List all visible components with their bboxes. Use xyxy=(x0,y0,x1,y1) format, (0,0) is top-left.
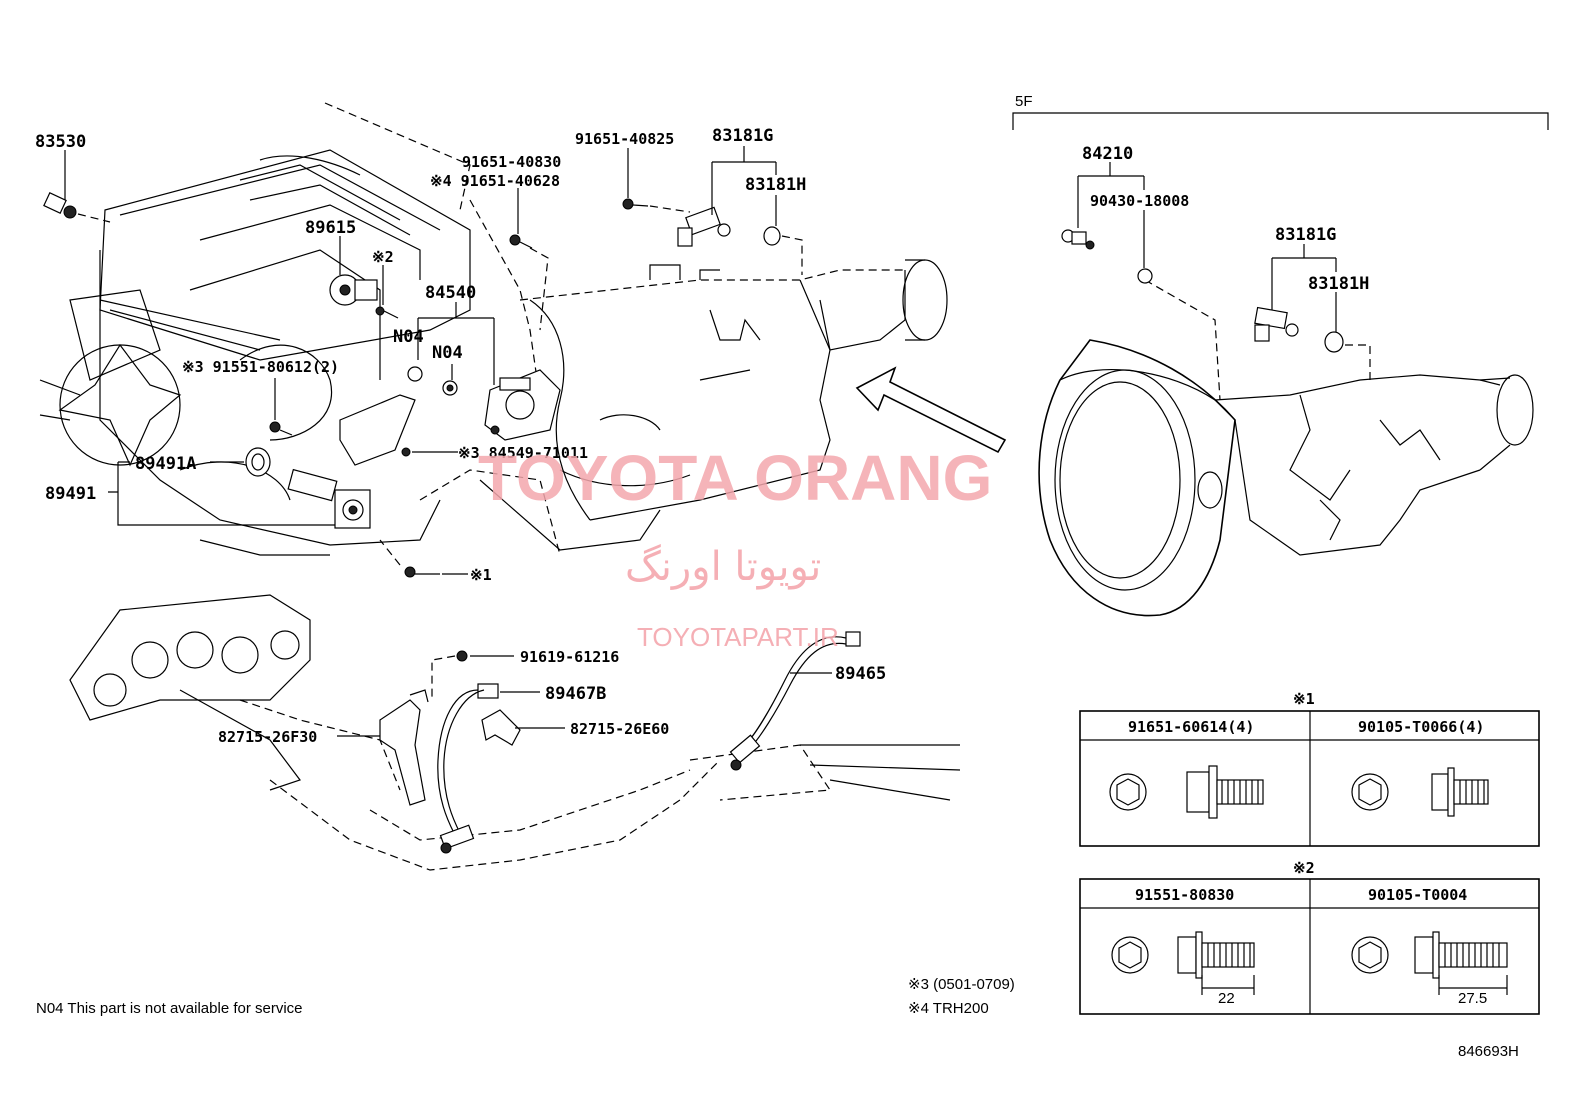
switch-84540-icon xyxy=(484,369,561,441)
label-83181H-right: 83181H xyxy=(1308,274,1369,294)
hex-head-icon xyxy=(1109,773,1147,811)
watermark-brand: TOYOTA ORANG xyxy=(478,442,992,514)
label-note1-bolt: ※1 xyxy=(470,566,492,584)
table1-col2-header: 90105-T0066(4) xyxy=(1358,718,1484,736)
label-83530: 83530 xyxy=(35,132,86,152)
label-82715-26F30: 82715-26F30 xyxy=(218,728,317,746)
table2-marker: ※2 xyxy=(1293,859,1315,877)
flange-bolt-icon xyxy=(1431,767,1489,817)
label-91651-40825: 91651-40825 xyxy=(575,130,674,148)
bolt-91651-40628-icon xyxy=(509,234,533,249)
direction-arrow-icon xyxy=(855,366,1007,454)
sensor-84210-icon xyxy=(1061,229,1095,250)
label-5F: 5F xyxy=(1015,93,1033,110)
bolt-91551-80612-icon xyxy=(269,421,293,436)
bracket-84549-icon xyxy=(339,394,416,466)
sensor-83181G-right-icon xyxy=(1254,306,1299,342)
bracket-82715-26E60-icon xyxy=(481,709,521,746)
bolt-table-note2: ※2 91551-80830 90105-T0004 22 27.5 xyxy=(1079,859,1540,1015)
sensor-83181G-icon xyxy=(677,206,731,247)
note-4-model: ※4 TRH200 xyxy=(908,1000,989,1017)
table2-dimension-27-5: 27.5 xyxy=(1458,990,1487,1007)
label-N04-b: N04 xyxy=(432,343,463,363)
table1-col1-header: 91651-60614(4) xyxy=(1128,718,1254,736)
exhaust-illustration xyxy=(69,594,961,871)
seal-89491A-icon xyxy=(245,447,271,477)
part-83530-icon xyxy=(43,192,77,219)
label-82715-26E60: 82715-26E60 xyxy=(570,720,669,738)
note-3-date-range: ※3 (0501-0709) xyxy=(908,976,1015,993)
label-89465: 89465 xyxy=(835,664,886,684)
label-83181G-right: 83181G xyxy=(1275,225,1336,245)
5f-bracket xyxy=(1012,112,1549,130)
nut-N04-a-icon xyxy=(407,366,423,382)
label-89467B: 89467B xyxy=(545,684,606,704)
label-84210: 84210 xyxy=(1082,144,1133,164)
note-n04-not-available: N04 This part is not available for servi… xyxy=(36,1000,303,1017)
gasket-90430-18008-icon xyxy=(1137,268,1153,284)
table2-col1-header: 91551-80830 xyxy=(1135,886,1234,904)
bolt-note1-icon xyxy=(404,566,440,578)
transmission-5f-illustration xyxy=(1012,112,1549,617)
label-84540: 84540 xyxy=(425,283,476,303)
watermark-url: TOYOTAPART.IR xyxy=(637,622,839,652)
bolt-91619-61216-icon xyxy=(456,650,468,662)
nut-N04-b-icon xyxy=(442,380,458,396)
sensor-89491-icon xyxy=(287,468,371,529)
flange-bolt-icon xyxy=(1186,765,1264,819)
label-89491A: 89491A xyxy=(135,454,196,474)
hex-head-icon xyxy=(1351,936,1389,974)
part-89615-icon xyxy=(329,274,378,306)
label-83181G-top: 83181G xyxy=(712,126,773,146)
label-89491: 89491 xyxy=(45,484,96,504)
sensor-89465-icon xyxy=(729,631,861,771)
label-N04-a: N04 xyxy=(393,327,424,347)
label-91619-61216: 91619-61216 xyxy=(520,648,619,666)
engine-illustration xyxy=(39,102,541,556)
watermark-persian: تویوتا اورنگ xyxy=(625,544,821,590)
table1-marker: ※1 xyxy=(1293,690,1315,708)
label-note2-bolt: ※2 xyxy=(372,248,394,266)
hex-head-icon xyxy=(1111,936,1149,974)
sensor-89467B-icon xyxy=(437,683,499,854)
table2-col2-header: 90105-T0004 xyxy=(1368,886,1467,904)
oring-83181H-icon xyxy=(763,226,781,246)
label-91551-80612: ※3 91551-80612(2) xyxy=(182,358,339,376)
table2-dimension-22: 22 xyxy=(1218,990,1235,1007)
label-91651-40628: ※4 91651-40628 xyxy=(430,172,560,190)
oring-83181H-right-icon xyxy=(1324,331,1344,353)
flange-bolt-icon xyxy=(1414,931,1508,979)
transmission-illustration xyxy=(419,259,1007,556)
bracket-82715-26F30-icon xyxy=(379,689,429,806)
hex-head-icon xyxy=(1351,773,1389,811)
diagram-code: 846693H xyxy=(1458,1043,1519,1060)
label-90430-18008: 90430-18008 xyxy=(1090,192,1189,210)
flange-bolt-icon xyxy=(1177,931,1255,979)
label-89615: 89615 xyxy=(305,218,356,238)
label-91651-40830: 91651-40830 xyxy=(462,153,561,171)
bolt-table-note1: ※1 91651-60614(4) 90105-T0066(4) xyxy=(1079,690,1540,847)
label-83181H-top: 83181H xyxy=(745,175,806,195)
bolt-91651-40825-icon xyxy=(622,198,649,210)
bolt-note2-icon xyxy=(375,306,399,319)
label-84549-71011: ※3 84549-71011 xyxy=(458,444,588,462)
